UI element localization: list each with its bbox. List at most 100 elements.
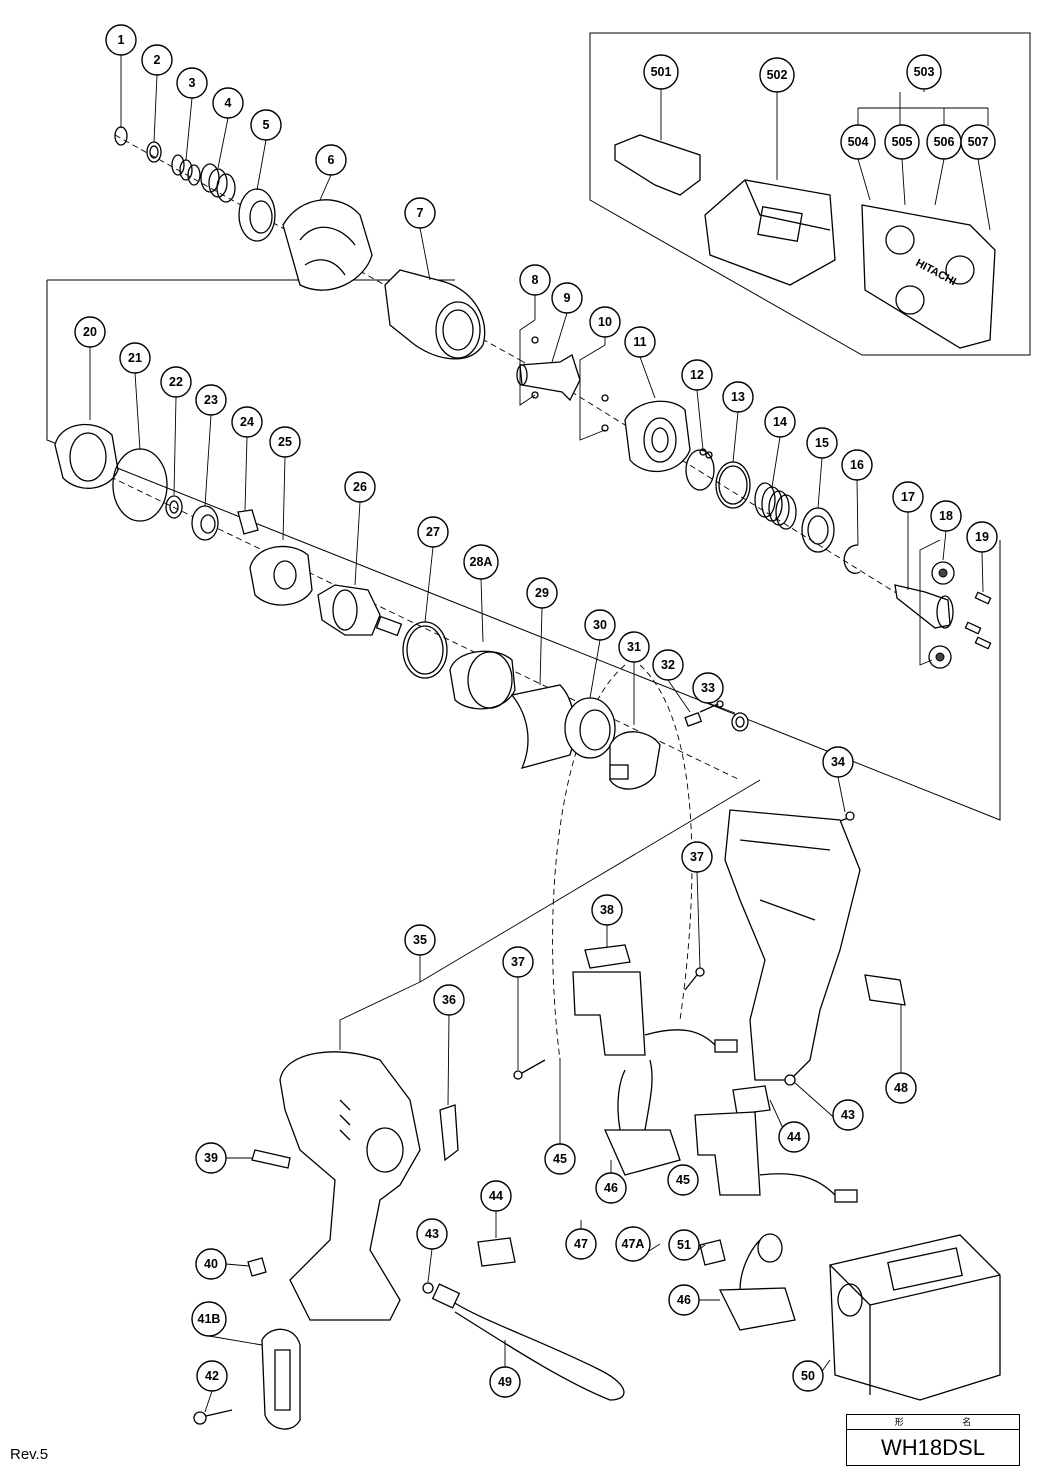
leader-line [256,139,267,191]
callout-10: 10 [589,306,621,338]
callout-505: 505 [884,124,920,160]
leader-line [837,776,846,813]
callout-label: 21 [128,351,142,365]
leader-line [185,97,193,161]
washer-part-2 [146,141,162,163]
callout-label: 1 [118,33,125,47]
callout-label: 49 [498,1375,512,1389]
callout-label: 23 [204,393,218,407]
callout-label: 503 [914,65,935,79]
magnet-part-33 [731,712,749,732]
callout-label: 31 [627,640,641,654]
callout-label: 8 [532,273,539,287]
insulation-sheet-part-29 [510,684,575,769]
callout-25: 25 [269,426,301,458]
leader-line [424,546,434,623]
callout-48: 48 [885,1072,917,1104]
leader-line [217,117,229,169]
leader-line [539,607,543,686]
callout-label: 40 [204,1257,218,1271]
hammer-part-11 [624,400,691,473]
callout-4: 4 [212,87,244,119]
leader-line [942,530,947,561]
callout-36: 36 [433,984,465,1016]
stator-part-28A [449,650,516,710]
callout-label: 10 [598,315,612,329]
callout-18: 18 [930,500,962,532]
diode-part-51 [699,1233,783,1266]
ball-bearing-part-23 [191,505,219,541]
callout-43: 43 [832,1099,864,1131]
callout-label: 43 [841,1108,855,1122]
brush-part-32 [684,700,724,727]
callout-label: 5 [263,118,270,132]
callout-label: 36 [442,993,456,1007]
callout-13: 13 [722,381,754,413]
callout-bubbles: 1234567891011121314151617181920212223242… [74,24,998,1398]
hitachi-label-part-39 [251,1149,291,1169]
leader-line [981,551,984,593]
callout-label: 501 [651,65,672,79]
callout-45: 45 [667,1164,699,1196]
callout-33: 33 [692,672,724,704]
callout-label: 51 [677,1238,691,1252]
callout-16: 16 [841,449,873,481]
leader-line [934,158,945,206]
callout-label: 9 [564,291,571,305]
callout-label: 506 [934,135,955,149]
callout-28a: 28A [463,544,499,580]
leader-line [447,1014,450,1106]
callout-label: 18 [939,509,953,523]
spindle-part-17 [894,584,954,629]
callout-label: 38 [600,903,614,917]
washer-part-13 [715,461,751,509]
callout-label: 45 [676,1173,690,1187]
leader-line [354,501,361,586]
callout-5: 5 [250,109,282,141]
callout-1: 1 [105,24,137,56]
callout-37: 37 [681,841,713,873]
callout-label: 29 [535,586,549,600]
bearing-holder-part-25 [249,545,313,606]
lead-wire-part-46 [603,1059,796,1331]
battery-part-50 [829,1234,1001,1401]
callout-44: 44 [480,1180,512,1212]
callout-501: 501 [643,54,679,90]
leader-line [419,227,431,281]
callout-6: 6 [315,144,347,176]
callout-17: 17 [892,481,924,513]
callout-label: 3 [189,76,196,90]
callout-43: 43 [416,1218,448,1250]
callout-label: 46 [604,1181,618,1195]
steel-ball-part-8 [519,319,539,406]
leader-line [204,414,212,507]
switch-part-45 [572,971,858,1203]
callout-label: 7 [417,206,424,220]
callout-31: 31 [618,631,650,663]
callout-label: 39 [204,1151,218,1165]
callout-label: 27 [426,525,440,539]
callout-50: 50 [792,1360,824,1392]
callout-51: 51 [668,1229,700,1261]
leader-line [977,158,991,231]
callout-label: 48 [894,1081,908,1095]
callout-label: 47 [574,1237,588,1251]
housing-set-part-35 [279,779,861,1321]
callout-35: 35 [404,924,436,956]
leader-line [282,456,286,541]
steel-ball-part-12 [685,448,715,491]
leader-line [696,389,704,451]
spring-part-4 [200,163,236,203]
callout-label: 16 [850,458,864,472]
push-button-part-40 [247,1257,267,1277]
name-plate-part-36 [439,1104,459,1162]
leader-line [732,411,739,463]
callout-label: 32 [661,658,675,672]
hammer-spring-part-14 [754,482,797,530]
leader-line [707,702,736,714]
callout-label: 30 [593,618,607,632]
callout-label: 4 [225,96,232,110]
callout-label: 47A [622,1237,645,1251]
callout-label: 507 [968,135,989,149]
